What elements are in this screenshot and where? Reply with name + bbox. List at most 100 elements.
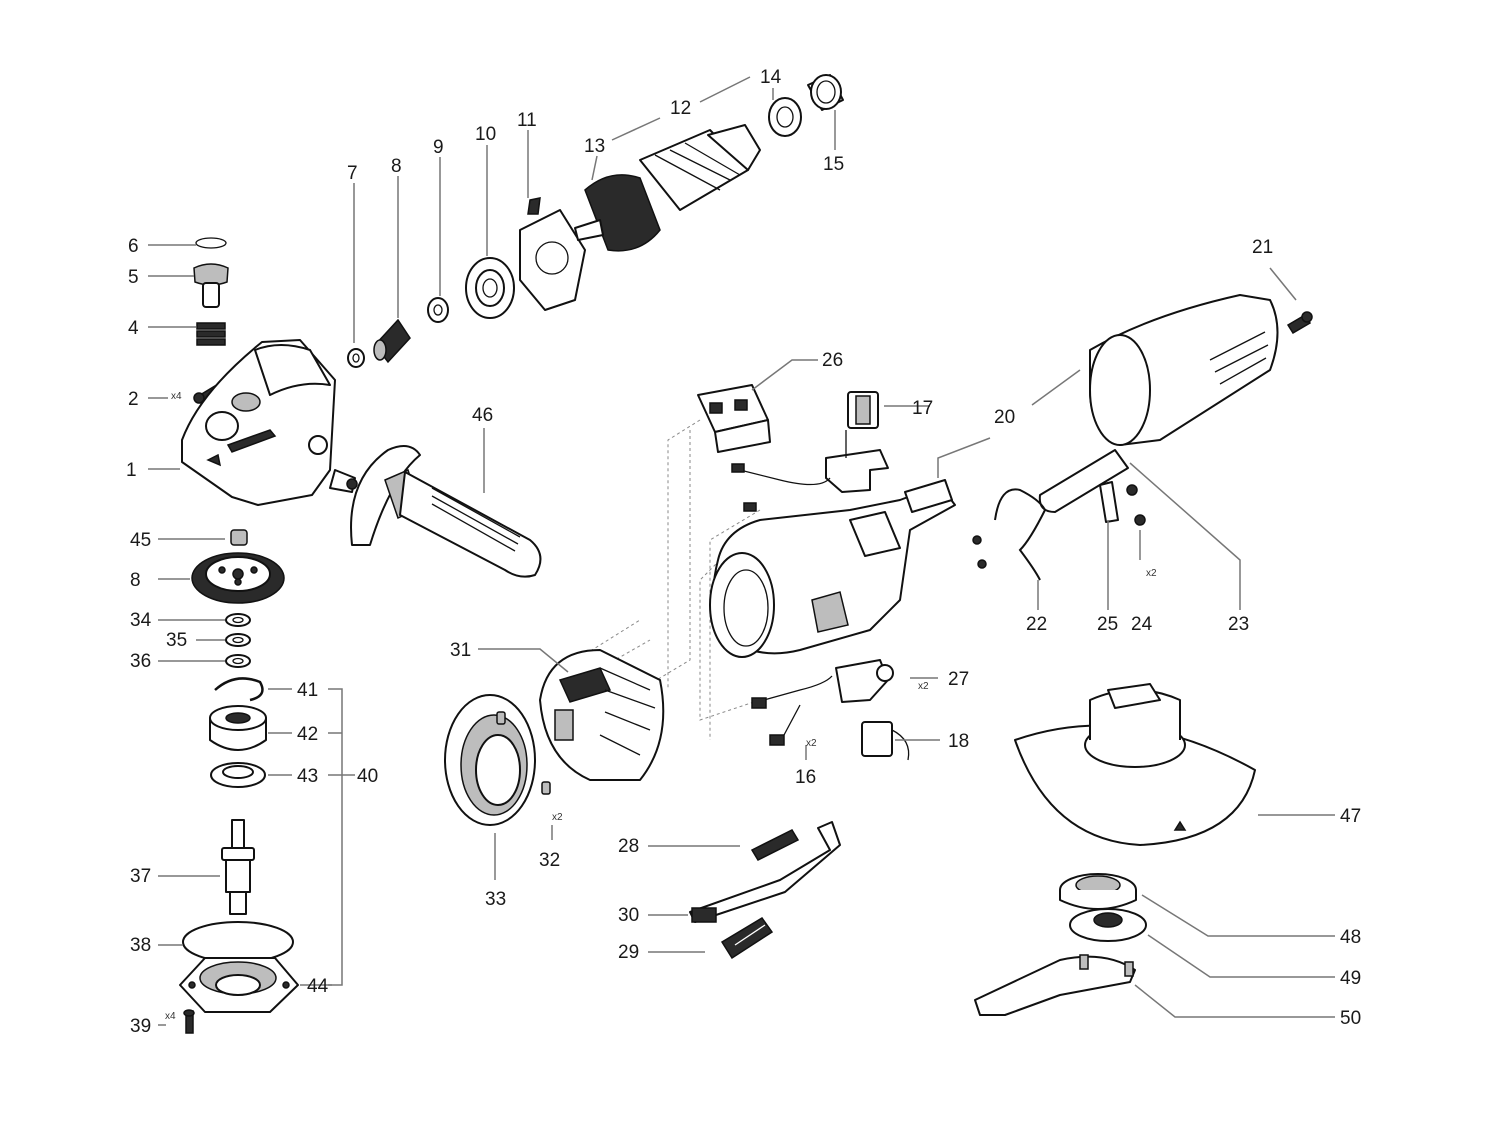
callout-8-gear: 8 (130, 570, 141, 591)
part-26-switch[interactable] (697, 384, 771, 453)
callout-47: 47 (1340, 806, 1361, 827)
callout-28: 28 (618, 836, 639, 857)
qty-27: x2 (918, 681, 929, 692)
part-18-carbon-brush[interactable] (861, 721, 910, 761)
qty-16: x2 (806, 738, 817, 749)
callout-25: 25 (1097, 614, 1118, 635)
callout-2: 2 (128, 389, 139, 410)
part-39-screw[interactable] (183, 1009, 195, 1034)
callout-43: 43 (297, 766, 318, 787)
part-35-washer[interactable] (225, 633, 251, 647)
part-17-brush-holder[interactable] (825, 391, 889, 493)
callout-23: 23 (1228, 614, 1249, 635)
callout-37: 37 (130, 866, 151, 887)
callout-11: 11 (517, 110, 537, 131)
callout-18: 18 (948, 731, 969, 752)
callout-14: 14 (760, 67, 782, 88)
part-4-spring[interactable] (196, 322, 226, 346)
qty-39: x4 (165, 1011, 176, 1022)
part-24-screws[interactable] (972, 484, 1146, 569)
part-10-ball-bearing[interactable] (465, 257, 515, 319)
part-32-pins[interactable] (496, 711, 551, 795)
callout-48: 48 (1340, 927, 1361, 948)
part-1-gear-housing[interactable] (181, 339, 358, 506)
callout-6: 6 (128, 236, 139, 257)
callout-32: 32 (539, 850, 560, 871)
part-29-switch-slider[interactable] (720, 917, 774, 960)
part-11-fan[interactable] (519, 197, 586, 311)
callout-38: 38 (130, 935, 151, 956)
part-20-rear-housing[interactable] (1089, 294, 1279, 446)
callout-7: 7 (347, 163, 358, 184)
callout-4: 4 (128, 318, 139, 339)
part-48-clamping-nut[interactable] (1059, 873, 1137, 910)
callout-13: 13 (584, 136, 605, 157)
callout-5: 5 (128, 267, 139, 288)
quantity-marks: x4 x4 x2 x2 x2 x2 (165, 391, 1157, 1022)
callout-1: 1 (126, 460, 137, 481)
part-47-wheel-guard[interactable] (1014, 683, 1256, 846)
part-44-bearing-flange[interactable] (179, 957, 299, 1013)
callout-29: 29 (618, 942, 639, 963)
callout-34: 34 (130, 610, 152, 631)
part-37-spindle[interactable] (221, 819, 255, 915)
motor-housing[interactable] (709, 479, 956, 658)
callout-35: 35 (166, 630, 187, 651)
callout-46: 46 (472, 405, 493, 426)
callout-42: 42 (297, 724, 318, 745)
part-15-bearing-sleeve[interactable] (807, 74, 844, 111)
part-50-pin-wrench[interactable] (974, 954, 1136, 1016)
part-43-bearing-cover[interactable] (210, 762, 266, 788)
callout-30: 30 (618, 905, 639, 926)
part-34-washer[interactable] (225, 613, 251, 627)
part-5-spindle-lock-button[interactable] (193, 263, 229, 308)
part-28-spring[interactable] (750, 829, 800, 861)
part-14-ball-bearing[interactable] (768, 97, 802, 137)
callout-9: 9 (433, 137, 444, 158)
part-8-pinion-gear[interactable] (373, 318, 411, 364)
callout-16: 16 (795, 767, 816, 788)
callout-50: 50 (1340, 1008, 1361, 1029)
part-46-side-handle[interactable] (350, 445, 542, 578)
callout-45: 45 (130, 530, 151, 551)
part-36-washer[interactable] (225, 654, 251, 668)
qty-2: x4 (171, 391, 182, 402)
part-6-circlip[interactable] (195, 237, 227, 249)
callout-12: 12 (670, 98, 691, 119)
callout-20: 20 (994, 407, 1015, 428)
callout-10: 10 (475, 124, 496, 145)
callout-24: 24 (1131, 614, 1153, 635)
callout-numbers: 1 2 4 5 6 7 8 9 10 11 12 13 14 15 16 17 … (126, 67, 1361, 1037)
callout-40: 40 (357, 766, 378, 787)
part-23-cord-guard[interactable] (1038, 449, 1129, 513)
part-42-ball-bearing[interactable] (209, 705, 267, 751)
part-31-stator[interactable] (539, 649, 665, 781)
part-9-washer[interactable] (427, 297, 449, 323)
part-30-switch-rod[interactable] (689, 821, 841, 923)
callout-33: 33 (485, 889, 506, 910)
part-21-screw[interactable] (1286, 311, 1313, 335)
part-13-armature[interactable] (574, 124, 761, 252)
part-49-support-flange[interactable] (1069, 908, 1147, 942)
part-27-brush-holder[interactable] (835, 659, 894, 703)
callout-8: 8 (391, 156, 402, 177)
qty-32: x2 (552, 812, 563, 823)
callout-31: 31 (450, 640, 471, 661)
callout-44: 44 (307, 976, 329, 997)
callout-49: 49 (1340, 968, 1361, 989)
part-41-retaining-ring[interactable] (214, 677, 264, 702)
part-7-nut[interactable] (347, 348, 365, 368)
qty-24: x2 (1146, 568, 1157, 579)
part-25-cord-clamp[interactable] (1099, 481, 1119, 523)
part-45-bushing[interactable] (230, 529, 248, 546)
part-33-front-cover[interactable] (444, 694, 536, 826)
callout-36: 36 (130, 651, 151, 672)
part-38-o-ring[interactable] (182, 921, 294, 963)
callout-39: 39 (130, 1016, 151, 1037)
callout-21: 21 (1252, 237, 1273, 258)
part-16-wire-leads[interactable] (731, 463, 833, 746)
callout-22: 22 (1026, 614, 1047, 635)
part-8-bevel-gear-large[interactable] (191, 552, 285, 604)
part-22-cord-clamp[interactable] (994, 488, 1047, 581)
